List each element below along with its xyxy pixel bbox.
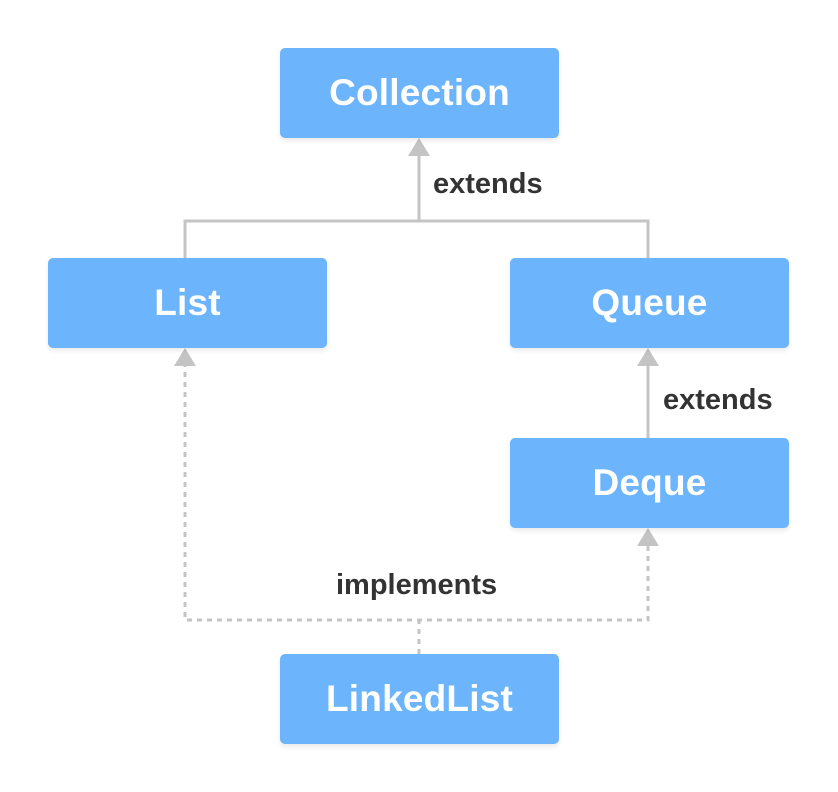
collection-node-label: Collection <box>329 72 510 113</box>
list-arrowhead <box>174 348 196 366</box>
collection-node: Collection <box>280 48 559 138</box>
list-node-label: List <box>154 282 221 323</box>
list-node: List <box>48 258 327 348</box>
linkedlist-node-label: LinkedList <box>325 678 514 719</box>
queue-extends-label: extends <box>663 384 773 416</box>
extends-connector-collection <box>183 219 650 258</box>
deque-arrowhead <box>637 528 659 546</box>
deque-node-label: Deque <box>592 462 707 503</box>
implements-connector <box>183 362 650 622</box>
queue-arrowhead <box>637 348 659 366</box>
deque-node: Deque <box>510 438 789 528</box>
implements-label: implements <box>336 569 498 601</box>
queue-node: Queue <box>510 258 789 348</box>
collection-arrowhead <box>408 138 430 156</box>
collection-extends-label: extends <box>433 168 543 200</box>
linkedlist-node: LinkedList <box>280 654 559 744</box>
queue-node-label: Queue <box>591 282 708 323</box>
